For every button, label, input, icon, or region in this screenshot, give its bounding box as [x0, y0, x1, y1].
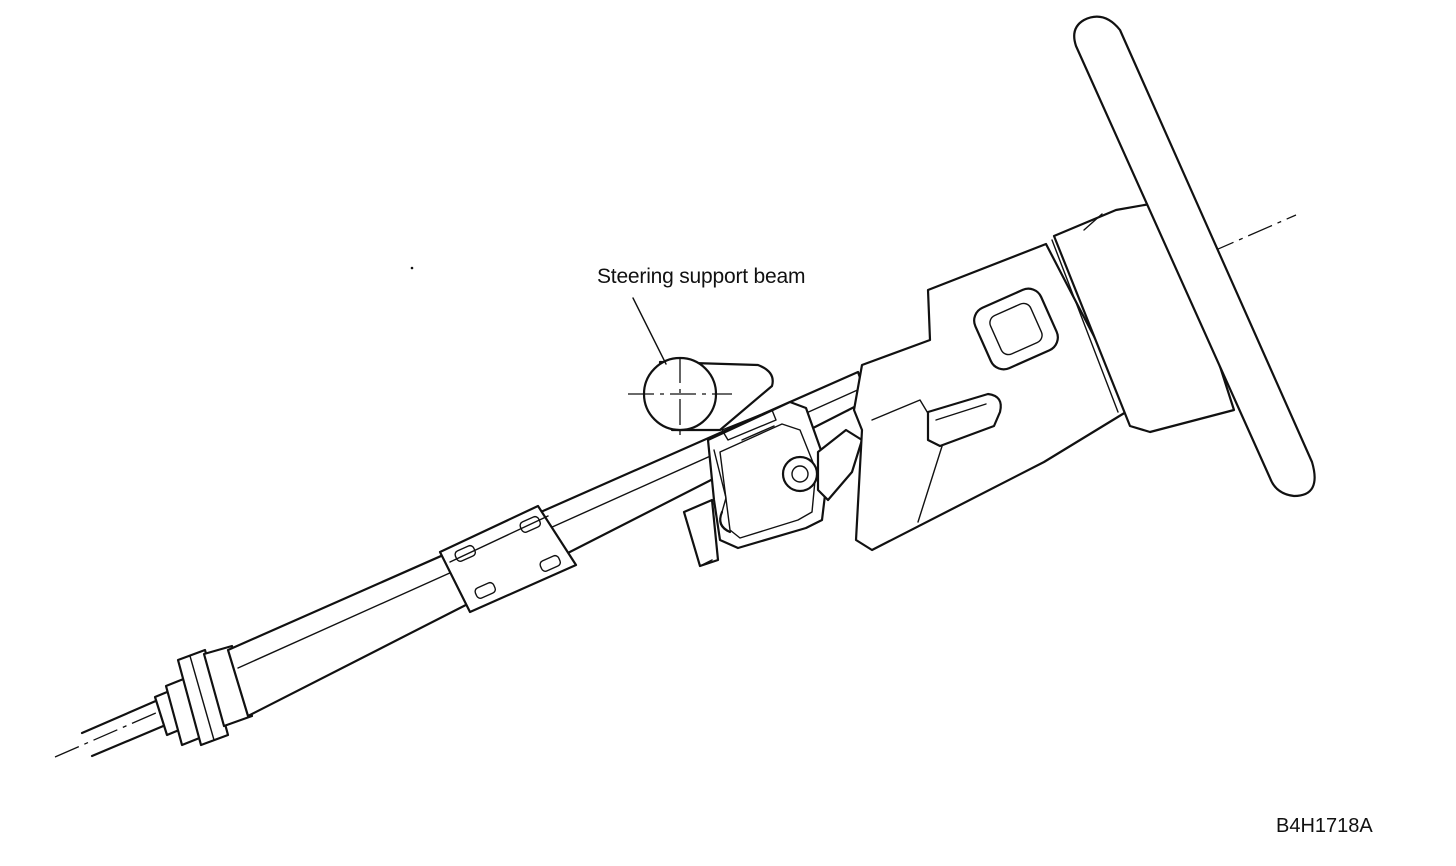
callout-leader: [632, 297, 667, 365]
lower-shaft: [80, 698, 170, 758]
figure-code: B4H1718A: [1276, 815, 1373, 837]
steering-wheel-rim: [1073, 15, 1316, 498]
mesh-slot: [454, 515, 561, 599]
steering-support-beam: [628, 356, 774, 440]
collapsible-section: [438, 504, 578, 614]
key-lock-square: [973, 287, 1059, 371]
mounting-bracket: [682, 400, 864, 568]
ink-speck: [410, 266, 414, 270]
steering-support-beam-label: Steering support beam: [597, 265, 806, 288]
coupling-joint: [153, 644, 254, 747]
